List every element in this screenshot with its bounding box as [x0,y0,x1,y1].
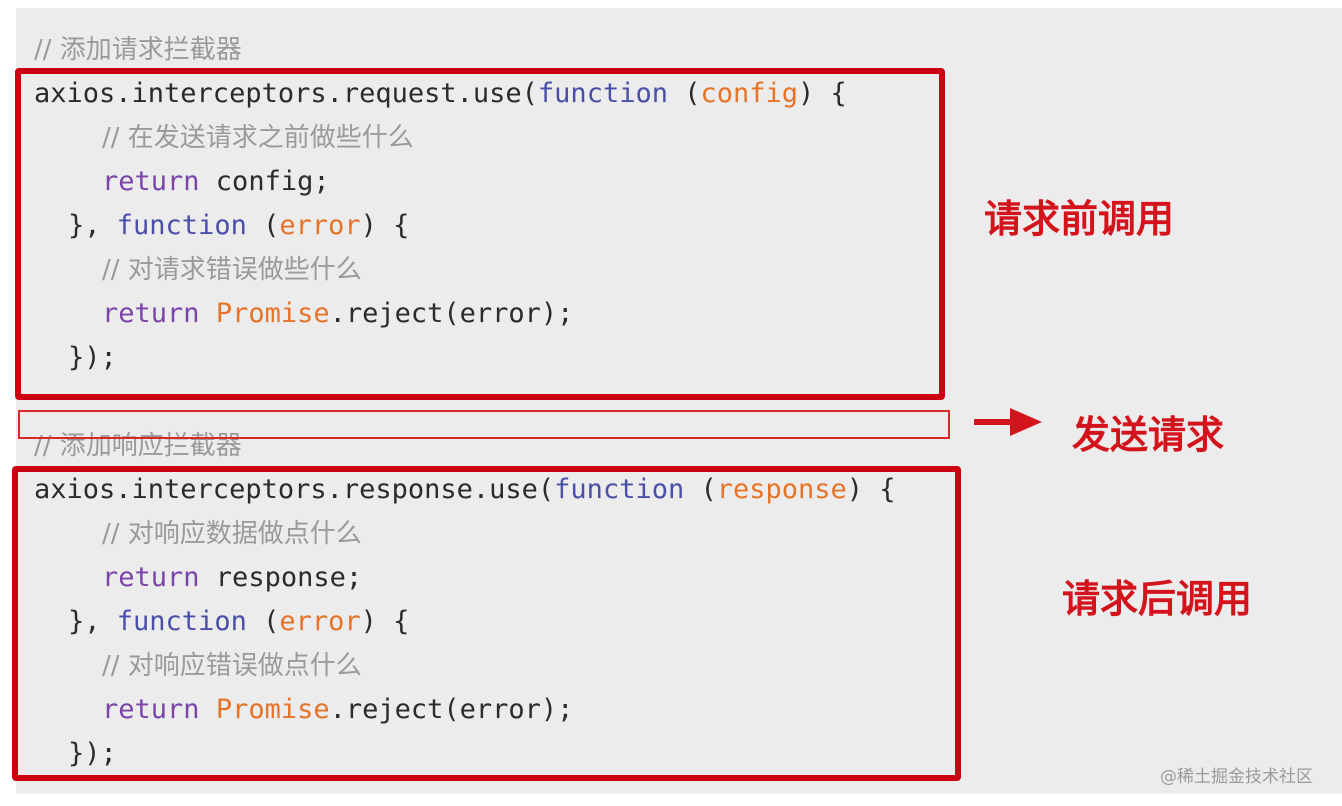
arrow-right-icon [974,408,1042,436]
comment-text: // 添加请求拦截器 [34,35,242,65]
code-token-paren: ( [246,606,280,637]
code-line-request-return-config: return config; [102,164,330,200]
code-line-request-close: }); [68,340,117,376]
code-token-brace: ) { [798,78,847,109]
comment-text: // 对请求错误做些什么 [102,255,362,285]
comment-text: // 对响应错误做点什么 [102,651,362,681]
code-token-brace: ) { [360,606,410,637]
code-token-expression: .reject(error); [329,694,574,725]
code-line-response-return-reject: return Promise.reject(error); [102,692,573,728]
code-token-class: Promise [215,298,330,329]
code-token-object: axios.interceptors.request.use( [34,78,538,109]
code-editor-background [16,8,1342,794]
code-token-param: config [700,78,799,109]
code-line-response-comment-1: // 对响应数据做点什么 [102,516,362,552]
code-token-param: error [279,210,361,241]
code-token-return-keyword: return [102,298,200,329]
code-line-request-use: axios.interceptors.request.use(function … [34,76,847,112]
code-token-paren: ( [684,474,717,505]
code-token-function-keyword: function [537,78,668,109]
watermark: @稀土掘金技术社区 [1160,767,1313,787]
code-token-paren: ( [246,210,280,241]
request-interceptor-highlight-box [15,68,945,400]
code-line-response-error-fn: }, function (error) { [68,604,409,640]
code-token-expression: .reject(error); [329,298,574,329]
comment-text: // 对响应数据做点什么 [102,519,362,549]
code-token-return-keyword: return [102,562,200,593]
response-interceptor-comment: // 添加响应拦截器 [34,428,242,464]
request-interceptor-comment: // 添加请求拦截器 [34,32,242,68]
response-interceptor-highlight-box [12,466,961,781]
code-line-request-return-reject: return Promise.reject(error); [102,296,573,332]
code-token-function-keyword: function [116,210,247,241]
code-line-request-comment-2: // 对请求错误做些什么 [102,252,362,288]
code-token-brace: ) { [846,474,896,505]
code-token-object: axios.interceptors.response.use( [34,474,555,505]
code-line-response-return: return response; [102,560,362,596]
code-token-function-keyword: function [554,474,685,505]
code-token-return-keyword: return [102,166,200,197]
code-token-brace: }); [68,738,117,769]
code-token-paren: ( [667,78,701,109]
annotation-before-request: 请求前调用 [984,197,1175,241]
code-token-return-keyword: return [102,694,200,725]
code-token-function-keyword: function [116,606,247,637]
annotation-after-request: 请求后调用 [1062,577,1253,621]
code-token-brace: ) { [360,210,410,241]
code-line-request-error-fn: }, function (error) { [68,208,409,244]
code-token-param: error [279,606,361,637]
code-line-response-close: }); [68,736,117,772]
code-token-brace: }, [68,210,117,241]
send-request-highlight-box [18,410,950,439]
code-line-request-comment-1: // 在发送请求之前做些什么 [102,120,414,156]
code-token-expression: response; [199,562,363,593]
comment-text: // 添加响应拦截器 [34,431,242,461]
annotation-send-request: 发送请求 [1072,413,1225,457]
code-token-expression: config; [199,166,330,197]
code-line-response-use: axios.interceptors.response.use(function… [34,472,896,508]
code-line-response-comment-2: // 对响应错误做点什么 [102,648,362,684]
code-token-brace: }, [68,606,117,637]
comment-text: // 在发送请求之前做些什么 [102,123,414,153]
code-token-class: Promise [215,694,330,725]
code-token-param: response [716,474,847,505]
code-token-brace: }); [68,342,117,373]
